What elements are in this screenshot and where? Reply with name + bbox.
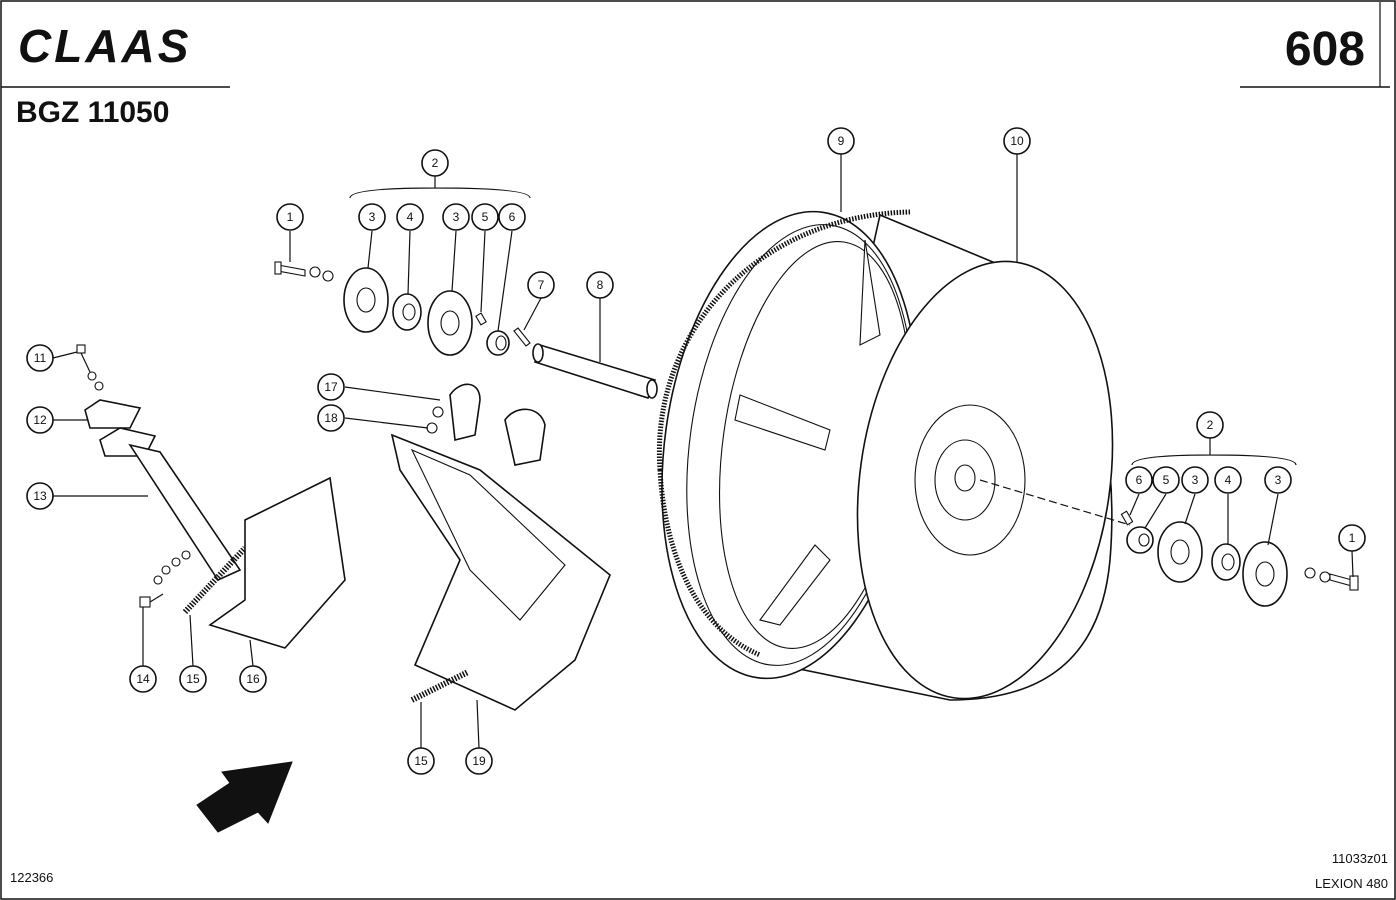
callout-8: 8 xyxy=(586,271,614,299)
svg-text:14: 14 xyxy=(136,672,150,686)
callout-17: 17 xyxy=(317,373,345,401)
callout-15-middle: 15 xyxy=(407,747,435,775)
group-code: BGZ 11050 xyxy=(16,96,169,129)
shaft xyxy=(532,343,658,399)
callout-4-left: 4 xyxy=(396,203,424,231)
callout-3-left-a: 3 xyxy=(358,203,386,231)
callout-2-right: 2 xyxy=(1196,411,1224,439)
callout-6-right: 6 xyxy=(1125,466,1153,494)
callout-10: 10 xyxy=(1003,127,1031,155)
bearing-group-left xyxy=(274,261,531,356)
drum-assembly xyxy=(656,209,1114,701)
callout-5-left: 5 xyxy=(471,203,499,231)
bearing-group-right xyxy=(1120,510,1359,607)
callout-3-right-b: 3 xyxy=(1264,466,1292,494)
callout-18: 18 xyxy=(317,404,345,432)
footer-model: LEXION 480 xyxy=(1315,876,1388,891)
svg-text:2: 2 xyxy=(1207,418,1214,432)
axle-centerline xyxy=(979,479,1131,526)
svg-text:4: 4 xyxy=(1225,473,1232,487)
svg-text:1: 1 xyxy=(1349,531,1356,545)
svg-text:19: 19 xyxy=(472,754,486,768)
deflector-assembly xyxy=(390,383,611,711)
brand-logo: CLAAS xyxy=(18,20,191,72)
svg-text:5: 5 xyxy=(482,210,489,224)
callout-7: 7 xyxy=(527,271,555,299)
arrow-up-right-icon xyxy=(196,761,293,833)
callout-9: 9 xyxy=(827,127,855,155)
callout-13: 13 xyxy=(26,482,54,510)
leader-lines xyxy=(52,154,1354,749)
callout-4-right: 4 xyxy=(1214,466,1242,494)
callout-16: 16 xyxy=(239,665,267,693)
svg-text:5: 5 xyxy=(1163,473,1170,487)
callout-2-left: 2 xyxy=(421,149,449,177)
svg-text:15: 15 xyxy=(414,754,428,768)
callout-5-right: 5 xyxy=(1152,466,1180,494)
callout-15-left: 15 xyxy=(179,665,207,693)
svg-text:8: 8 xyxy=(597,278,604,292)
callout-3-left-b: 3 xyxy=(442,203,470,231)
callout-1-left: 1 xyxy=(276,203,304,231)
callout-14: 14 xyxy=(129,665,157,693)
svg-text:6: 6 xyxy=(509,210,516,224)
svg-text:11: 11 xyxy=(34,351,47,365)
page-number: 608 xyxy=(1285,23,1365,76)
callout-12: 12 xyxy=(26,406,54,434)
svg-text:9: 9 xyxy=(838,134,845,148)
svg-text:13: 13 xyxy=(33,489,47,503)
callout-11: 11 xyxy=(26,344,54,372)
svg-text:7: 7 xyxy=(538,278,545,292)
svg-text:4: 4 xyxy=(407,210,414,224)
svg-text:3: 3 xyxy=(1275,473,1282,487)
callout-3-right-a: 3 xyxy=(1181,466,1209,494)
callout-19: 19 xyxy=(465,747,493,775)
footer-drawing-code: 11033z01 xyxy=(1332,851,1388,866)
svg-text:16: 16 xyxy=(246,672,260,686)
left-mount-assembly xyxy=(76,344,346,649)
svg-text:12: 12 xyxy=(33,413,47,427)
svg-text:3: 3 xyxy=(1192,473,1199,487)
svg-text:10: 10 xyxy=(1010,134,1024,148)
svg-text:17: 17 xyxy=(324,380,338,394)
callouts: 1 2 3 4 3 5 6 7 8 9 10 11 12 13 14 15 16… xyxy=(26,127,1366,775)
svg-text:3: 3 xyxy=(453,210,460,224)
svg-text:6: 6 xyxy=(1136,473,1143,487)
svg-text:1: 1 xyxy=(287,210,294,224)
svg-text:3: 3 xyxy=(369,210,376,224)
callout-1-right: 1 xyxy=(1338,524,1366,552)
footer-left-code: 122366 xyxy=(10,870,53,885)
callout-6-left: 6 xyxy=(498,203,526,231)
svg-text:2: 2 xyxy=(432,156,439,170)
svg-text:15: 15 xyxy=(186,672,200,686)
svg-text:18: 18 xyxy=(324,411,338,425)
